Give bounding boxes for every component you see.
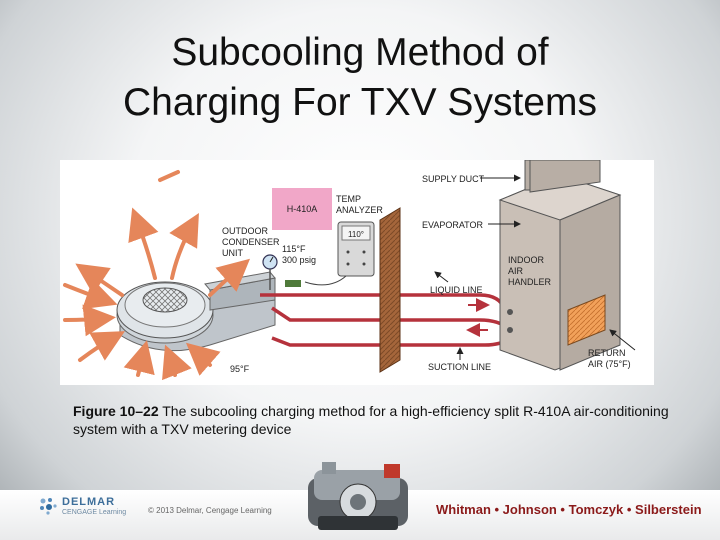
sensor-clamp <box>285 280 301 287</box>
figure-diagram: H-410A TEMP ANALYZER 110° OUTDOOR CONDEN… <box>60 160 654 385</box>
supply-duct-label: SUPPLY DUCT <box>422 174 485 184</box>
indoor-label-2: AIR <box>508 266 524 276</box>
indoor-label-1: INDOOR <box>508 255 545 265</box>
logo-name: DELMAR <box>62 496 116 508</box>
liquid-line-label: LIQUID LINE <box>430 285 483 295</box>
gauge-pressure: 300 psig <box>282 255 316 265</box>
refrigerant-label: H-410A <box>287 204 318 214</box>
analyzer-reading: 110° <box>348 230 364 239</box>
slide-title-line-2: Charging For TXV Systems <box>123 81 597 124</box>
delmar-logo-icon <box>40 498 57 515</box>
temp-analyzer-label-2: ANALYZER <box>336 205 383 215</box>
return-air-label-2: AIR (75°F) <box>588 359 631 369</box>
condenser-unit <box>116 271 276 352</box>
compressor-image <box>308 462 408 530</box>
outdoor-label-2: CONDENSER <box>222 237 280 247</box>
subcooling-diagram: H-410A TEMP ANALYZER 110° OUTDOOR CONDEN… <box>63 160 636 381</box>
refrigerant-tag <box>272 188 332 230</box>
outdoor-temp: 95°F <box>230 364 250 374</box>
wall <box>379 207 401 373</box>
pressure-gauge: 115°F 300 psig <box>262 244 316 290</box>
authors-credit: Whitman • Johnson • Tomczyk • Silberstei… <box>436 502 702 517</box>
gauge-temp: 115°F <box>282 244 306 254</box>
evaporator-label: EVAPORATOR <box>422 220 484 230</box>
outdoor-label-3: UNIT <box>222 248 243 258</box>
suction-line-label: SUCTION LINE <box>428 362 491 372</box>
temp-analyzer-label-1: TEMP <box>336 194 361 204</box>
slide-title: Subcooling Method of Charging For TXV Sy… <box>0 28 720 128</box>
temp-analyzer: TEMP ANALYZER 110° <box>304 194 383 286</box>
figure-number: Figure 10–22 <box>73 403 159 419</box>
heat-arrows <box>63 170 251 381</box>
logo-sub: CENGAGE Learning <box>62 509 127 516</box>
slide-title-line-1: Subcooling Method of <box>171 31 549 74</box>
indoor-label-3: HANDLER <box>508 277 552 287</box>
figure-caption: Figure 10–22 The subcooling charging met… <box>73 402 673 438</box>
return-air-label-1: RETURN <box>588 348 626 358</box>
indoor-air-handler <box>498 160 622 371</box>
caption-text: The subcooling charging method for a hig… <box>73 403 669 437</box>
copyright-notice: © 2013 Delmar, Cengage Learning <box>148 506 272 515</box>
outdoor-label-1: OUTDOOR <box>222 226 268 236</box>
